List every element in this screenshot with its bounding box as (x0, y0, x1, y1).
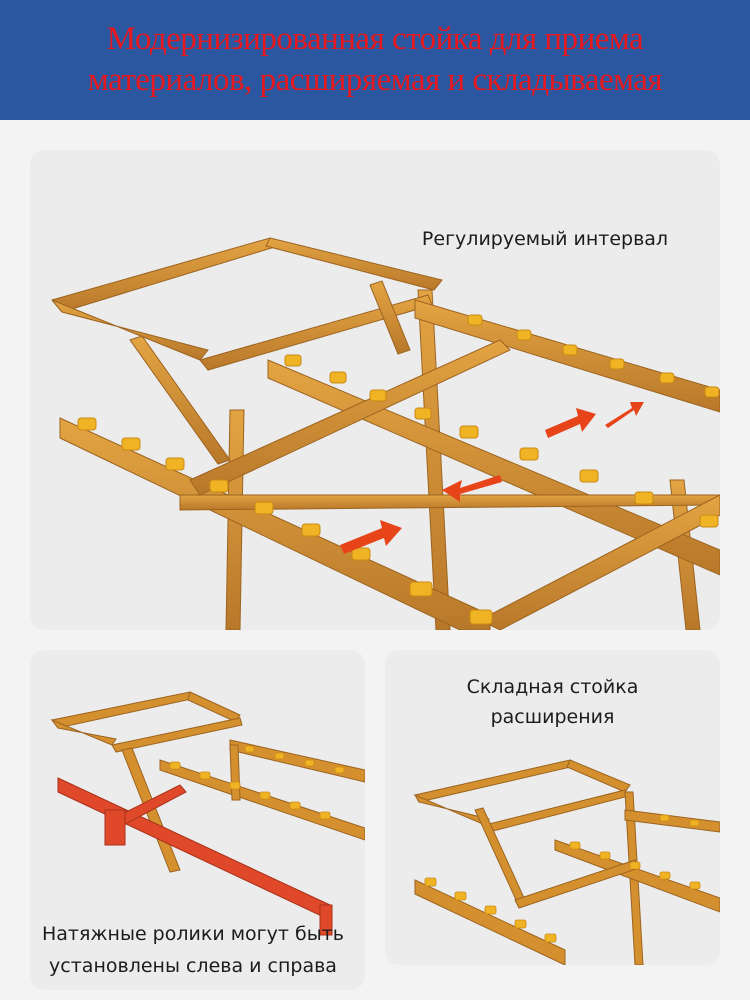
caption-tension-rollers-line-2: установлены слева и справа (49, 955, 337, 977)
header-banner: Модернизированная стойка для приема мате… (0, 0, 750, 120)
header-title-line-2: материалов, расширяемая и складываемая (87, 62, 663, 98)
folding-extension-panel (385, 650, 720, 965)
caption-tension-rollers-line-1: Натяжные ролики могут быть (41, 923, 344, 945)
tension-rollers-illustration (50, 691, 365, 936)
caption-tension-rollers: Натяжные ролики могут быть установлены с… (18, 918, 368, 982)
caption-folding-extension-line-2: расширения (490, 706, 615, 728)
caption-folding-extension-line-1: Складная стойка (466, 676, 639, 698)
rack-overview-panel (30, 150, 720, 630)
folding-extension-illustration (413, 759, 720, 965)
header-title-line-1: Модернизированная стойка для приема (106, 21, 644, 57)
rack-overview-illustration (51, 237, 720, 630)
caption-folding-extension: Складная стойка расширения (400, 672, 705, 732)
caption-adjustable-interval: Регулируемый интервал (421, 228, 669, 250)
tension-rollers-panel (30, 650, 365, 990)
